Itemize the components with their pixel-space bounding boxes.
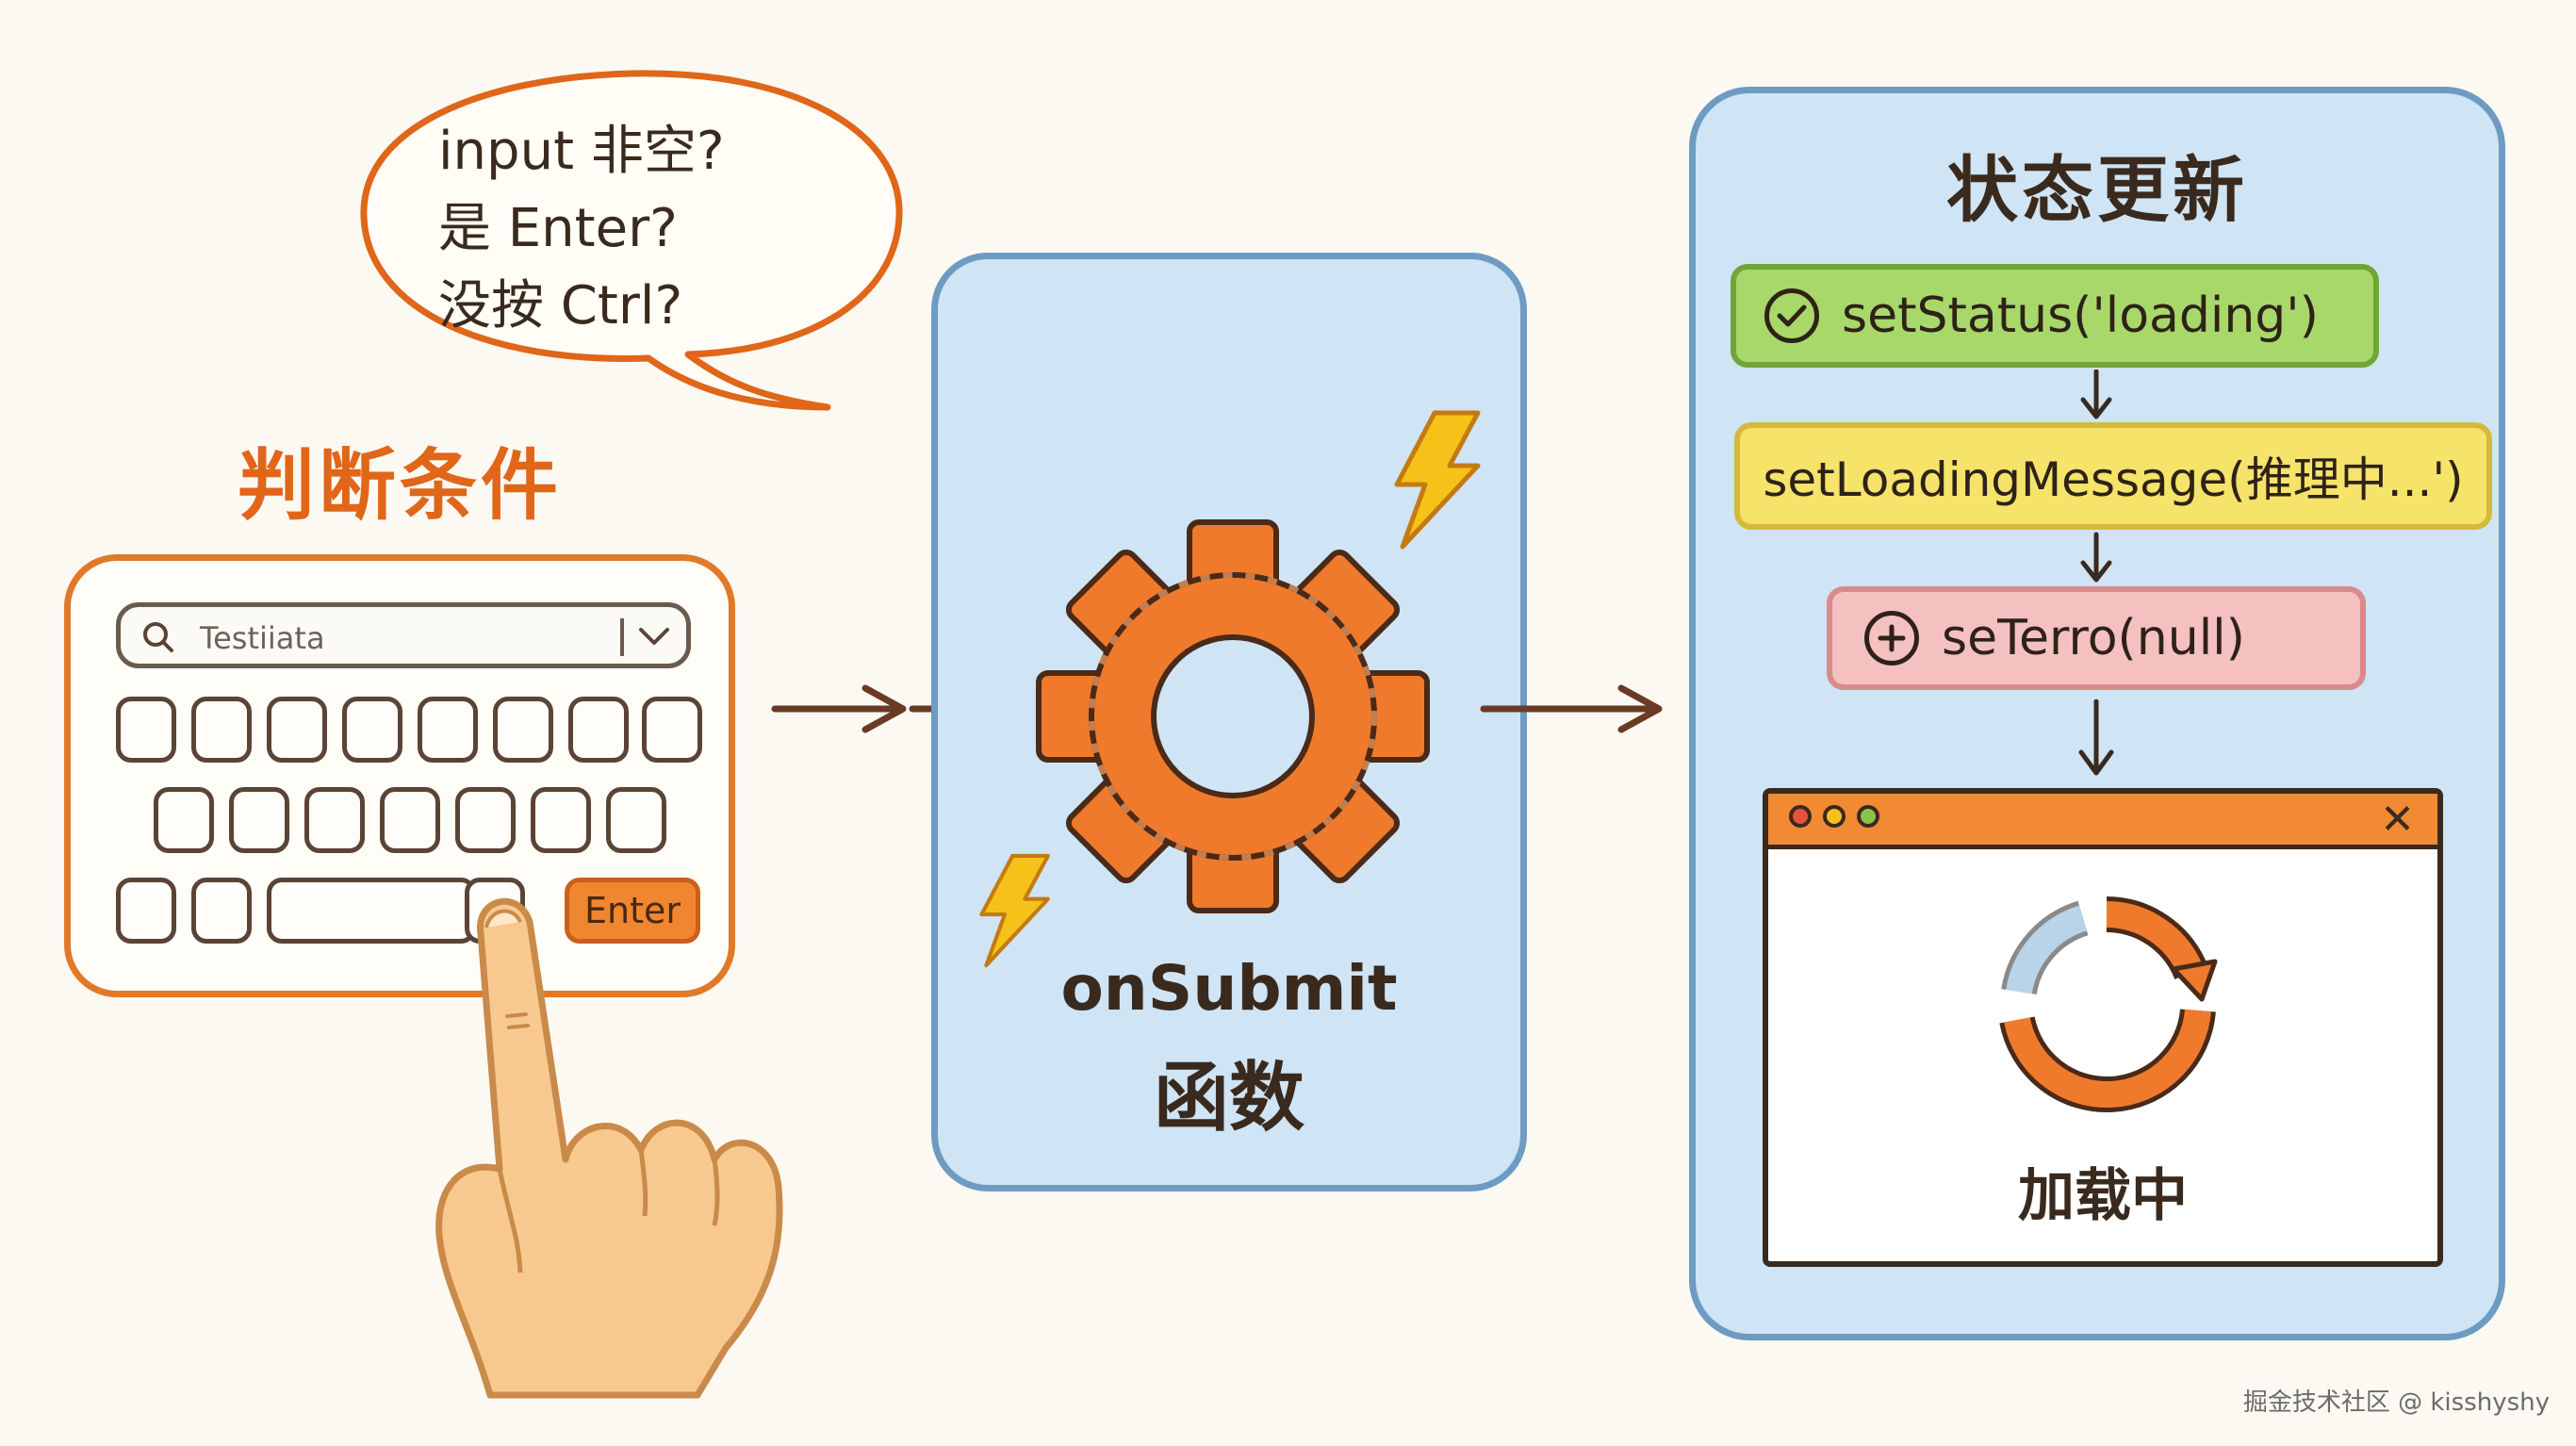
key[interactable] bbox=[418, 697, 478, 763]
key[interactable] bbox=[154, 787, 214, 853]
window-titlebar: ✕ bbox=[1768, 794, 2437, 849]
set-error-label: seTerro(null) bbox=[1942, 610, 2245, 666]
loading-spinner-icon bbox=[1999, 896, 2218, 1113]
key[interactable] bbox=[267, 697, 327, 763]
key[interactable] bbox=[191, 697, 252, 763]
key[interactable] bbox=[455, 787, 516, 853]
key[interactable] bbox=[493, 697, 553, 763]
key[interactable] bbox=[229, 787, 289, 853]
key[interactable] bbox=[116, 697, 176, 763]
chevron-down-icon[interactable] bbox=[635, 622, 673, 652]
key[interactable] bbox=[342, 697, 402, 763]
enter-key[interactable]: Enter bbox=[565, 878, 700, 944]
maximize-dot[interactable] bbox=[1857, 805, 1879, 828]
check-circle-icon bbox=[1764, 288, 1819, 343]
key[interactable] bbox=[606, 787, 666, 853]
space-key[interactable] bbox=[267, 878, 476, 944]
arrow-right-icon bbox=[1480, 684, 1663, 733]
gear-icon bbox=[1036, 519, 1430, 913]
set-error-step: seTerro(null) bbox=[1827, 586, 2366, 690]
arrow-down-icon bbox=[2080, 370, 2112, 419]
set-status-label: setStatus('loading') bbox=[1842, 288, 2319, 344]
minimize-dot[interactable] bbox=[1823, 805, 1846, 828]
key[interactable] bbox=[531, 787, 591, 853]
function-label: 函数 bbox=[1154, 1054, 1304, 1142]
bubble-line-ctrl: 没按 Ctrl? bbox=[438, 275, 683, 337]
key[interactable] bbox=[304, 787, 365, 853]
key[interactable] bbox=[568, 697, 629, 763]
set-status-step: setStatus('loading') bbox=[1731, 264, 2379, 368]
key[interactable] bbox=[191, 878, 252, 944]
set-loading-message-label: setLoadingMessage(推理中...') bbox=[1763, 452, 2464, 507]
arrow-down-icon bbox=[2080, 532, 2112, 583]
bubble-text: input 非空? 是 Enter? 没按 Ctrl? bbox=[438, 113, 725, 345]
search-input[interactable]: Testiiata bbox=[116, 602, 691, 668]
close-icon[interactable]: ✕ bbox=[2380, 796, 2415, 844]
key[interactable] bbox=[116, 878, 176, 944]
search-input-text: Testiiata bbox=[200, 620, 325, 656]
loading-label: 加载中 bbox=[2018, 1163, 2188, 1229]
key[interactable] bbox=[642, 697, 702, 763]
plus-circle-icon bbox=[1864, 611, 1919, 665]
condition-title: 判断条件 bbox=[238, 441, 563, 531]
lightning-icon bbox=[1394, 410, 1481, 550]
search-divider bbox=[620, 618, 624, 656]
set-loading-message-step: setLoadingMessage(推理中...') bbox=[1734, 422, 2492, 530]
bubble-line-enter: 是 Enter? bbox=[438, 198, 678, 259]
keyboard: Testiiata Enter bbox=[64, 554, 735, 997]
state-title: 状态更新 bbox=[1946, 148, 2248, 232]
key[interactable] bbox=[380, 787, 440, 853]
arrow-down-icon bbox=[2078, 699, 2114, 776]
speech-bubble bbox=[360, 70, 903, 411]
pointing-hand-icon bbox=[435, 897, 783, 1399]
loading-window: ✕ bbox=[1763, 788, 2443, 1267]
function-name: onSubmit bbox=[1060, 952, 1398, 1025]
search-icon bbox=[143, 622, 173, 652]
lightning-icon bbox=[979, 853, 1050, 968]
watermark: 掘金技术社区 @ kisshyshy bbox=[2242, 1388, 2550, 1417]
close-dot[interactable] bbox=[1789, 805, 1812, 828]
bubble-line-input: input 非空? bbox=[438, 121, 725, 182]
